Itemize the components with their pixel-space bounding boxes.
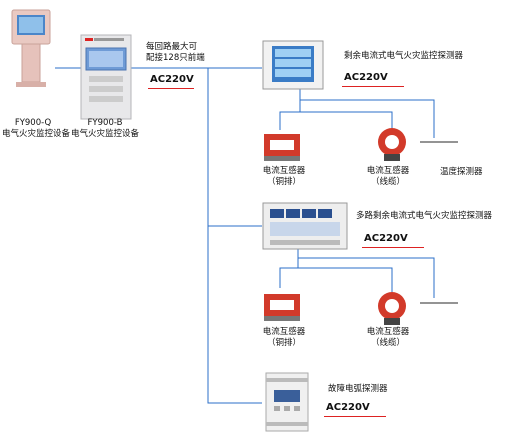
capacity-note-line2: 配接128只前端 bbox=[146, 53, 205, 63]
detector2-ac-underline bbox=[362, 247, 424, 248]
row2-copper-ct-label: 电流互感器 （铜排） bbox=[258, 327, 310, 349]
fy900-q-label: FY900-Q 电气火灾监控设备 bbox=[2, 118, 71, 140]
detector3-ac-underline bbox=[324, 416, 386, 417]
fy900-b-model: FY900-B bbox=[87, 118, 123, 128]
row2-cable-ct-line1: 电流互感器 bbox=[366, 327, 410, 337]
capacity-note: 每回路最大可 配接128只前端 bbox=[146, 42, 205, 64]
row2-copper-ct-line2: （铜排） bbox=[266, 338, 301, 348]
arc-fault-detector bbox=[262, 372, 312, 432]
row1-copper-ct-line2: （铜排） bbox=[266, 177, 301, 187]
row1-copper-ct-label: 电流互感器 （铜排） bbox=[258, 166, 310, 188]
fy900-q-model: FY900-Q bbox=[14, 118, 52, 128]
temperature-detector-label: 温度探测器 bbox=[440, 167, 483, 177]
detector2-ac-label: AC220V bbox=[364, 233, 408, 244]
row1-cable-ct-line1: 电流互感器 bbox=[366, 166, 410, 176]
host-ac-underline bbox=[148, 88, 194, 89]
row1-cable-ct-line2: （线缆） bbox=[370, 177, 405, 187]
row2-cable-ct-line2: （线缆） bbox=[370, 338, 405, 348]
copper-ct-icon bbox=[262, 290, 302, 322]
fy900-b-label: FY900-B 电气火灾监控设备 bbox=[64, 118, 146, 140]
cable-ct-icon bbox=[372, 124, 412, 164]
row2-copper-ct-line1: 电流互感器 bbox=[262, 327, 306, 337]
detector2-title: 多路剩余电流式电气火灾监控探测器 bbox=[356, 211, 493, 221]
row1-cable-ct-label: 电流互感器 （线缆） bbox=[362, 166, 414, 188]
detector1-ac-label: AC220V bbox=[344, 72, 388, 83]
fy900-b-name: 电气火灾监控设备 bbox=[70, 129, 139, 139]
fy900-b-cabinet bbox=[80, 34, 132, 120]
detector1-ac-underline bbox=[342, 86, 404, 87]
host-ac-label: AC220V bbox=[150, 74, 194, 85]
fy900-q-kiosk bbox=[8, 8, 54, 88]
detector3-title: 故障电弧探测器 bbox=[328, 384, 388, 394]
row2-cable-ct-label: 电流互感器 （线缆） bbox=[362, 327, 414, 349]
copper-ct-icon bbox=[262, 130, 302, 162]
cable-ct-icon bbox=[372, 288, 412, 328]
capacity-note-line1: 每回路最大可 bbox=[146, 42, 198, 52]
residual-current-detector bbox=[262, 40, 324, 90]
detector1-title: 剩余电流式电气火灾监控探测器 bbox=[344, 51, 464, 61]
detector3-ac-label: AC220V bbox=[326, 402, 370, 413]
multi-channel-detector bbox=[262, 202, 348, 250]
row1-copper-ct-line1: 电流互感器 bbox=[262, 166, 306, 176]
fy900-q-name: 电气火灾监控设备 bbox=[2, 129, 71, 139]
